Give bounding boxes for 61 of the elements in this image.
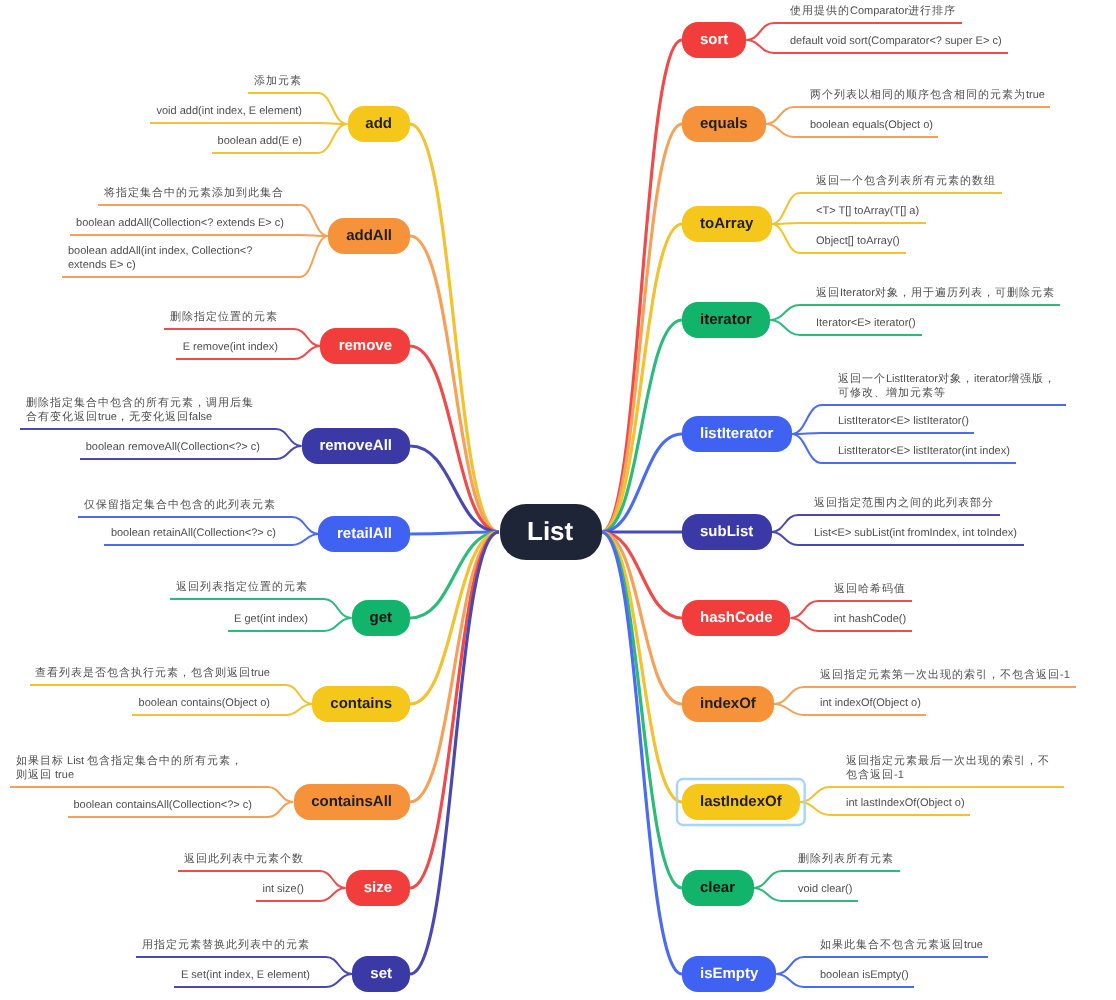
branch-line [317, 123, 349, 154]
branch-line [409, 530, 500, 620]
branch-line [764, 106, 795, 125]
branch-line [772, 686, 805, 705]
branch-line [317, 122, 349, 125]
branch-line [770, 514, 799, 533]
branch-line [325, 956, 354, 975]
branch-line [409, 234, 500, 534]
branch-line [764, 123, 795, 138]
branch-line [275, 428, 303, 447]
branch-line [775, 973, 805, 988]
branch-line [770, 192, 801, 225]
branch-line [745, 39, 775, 54]
branch-line [325, 973, 354, 988]
branch-line [790, 432, 823, 435]
branch-line [293, 328, 322, 347]
branch-line [600, 530, 684, 976]
branch-line [600, 318, 683, 534]
branch-line [772, 703, 805, 716]
branch-line [600, 222, 683, 534]
branch-line [745, 22, 775, 41]
branch-line [768, 304, 801, 321]
branch-line [409, 344, 500, 534]
branch-line [323, 617, 353, 632]
branch-line [285, 684, 314, 705]
branch-line [410, 530, 499, 536]
branch-line [790, 433, 823, 464]
branch-line [267, 801, 295, 818]
branch-line [770, 531, 799, 546]
branch-line [770, 223, 801, 254]
branch-line [409, 530, 500, 706]
branch-line [601, 530, 682, 534]
branch-line [770, 222, 801, 225]
branch-line [291, 533, 320, 546]
branch-line [752, 870, 783, 889]
branch-line [768, 319, 801, 336]
branch-line [789, 617, 819, 632]
branch-line [285, 703, 314, 716]
branch-line [299, 234, 330, 237]
branch-line [789, 600, 819, 619]
branch-line [293, 345, 322, 360]
branch-line [409, 530, 500, 804]
branch-line [291, 516, 320, 535]
central-topic: List [499, 504, 602, 560]
branch-line [323, 598, 353, 619]
branch-line [600, 530, 683, 804]
branch-line [409, 122, 500, 534]
branch-line [775, 956, 805, 975]
branch-line [408, 530, 501, 976]
branch-line [790, 404, 823, 435]
branch-line [600, 530, 683, 706]
branch-line [275, 445, 303, 460]
branch-line [317, 92, 349, 125]
branch-line [267, 786, 295, 803]
branch-line [752, 887, 783, 902]
branch-line [798, 801, 831, 816]
branch-line [299, 204, 330, 237]
branch-line [299, 235, 330, 278]
branch-line [600, 122, 684, 534]
branch-line [319, 887, 347, 902]
branch-line [319, 870, 347, 889]
